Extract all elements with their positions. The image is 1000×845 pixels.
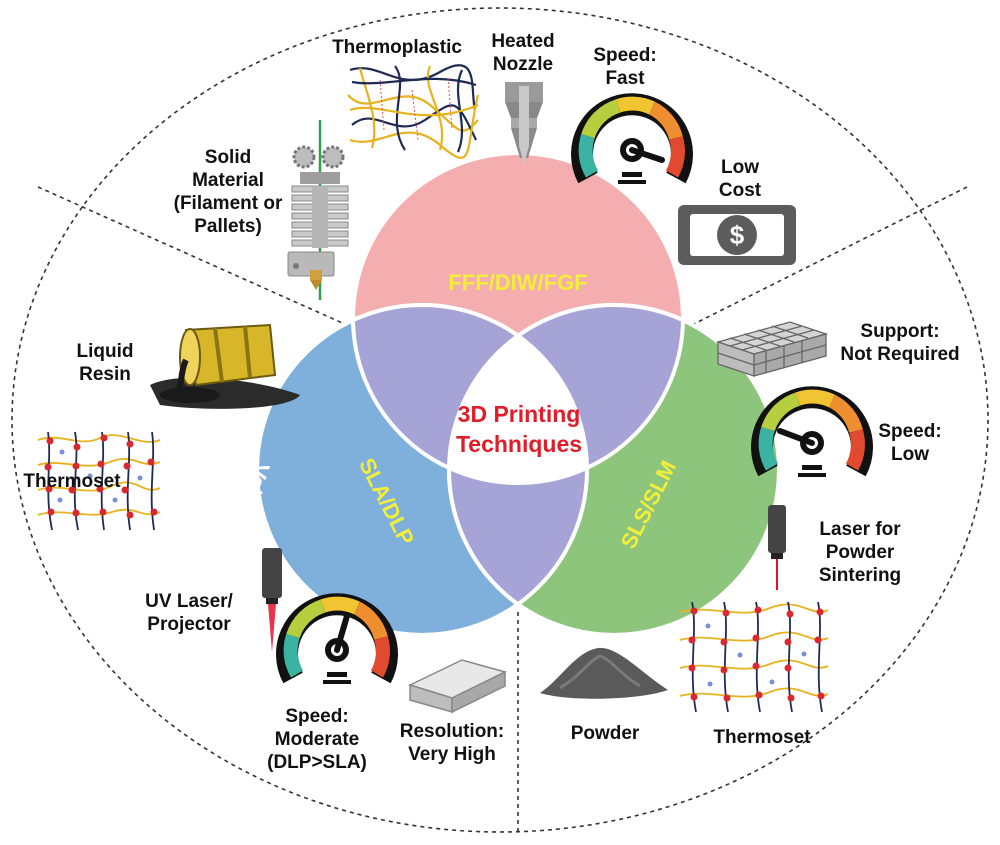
thermoset-left-label: Thermoset (23, 471, 121, 492)
speed-gauge-icon-low (751, 386, 873, 477)
center-region (449, 305, 587, 483)
speed-gauge-icon-fast (571, 93, 693, 184)
laser-projector-icon-right (768, 505, 786, 590)
venn-diagram (255, 151, 781, 637)
divider-right (681, 186, 968, 331)
filament-mesh-icon (347, 64, 480, 159)
divider-left (37, 186, 359, 331)
powder-label: Powder (570, 723, 640, 744)
thermoset-network-icon-right (679, 601, 829, 713)
speed-low-label: Speed:Low (878, 421, 942, 465)
uv-laser-label: UV Laser/Projector (145, 591, 233, 635)
dollar-bill-icon: $ (678, 205, 796, 265)
resin-barrel-icon (150, 323, 300, 409)
svg-text:$: $ (730, 220, 745, 250)
center-title-line2: Techniques (456, 431, 582, 457)
thermoset-network-icon-left (37, 431, 161, 531)
metal-ingot-icon (407, 659, 508, 714)
support-label: Support:Not Required (840, 321, 960, 365)
speed-gauge-icon-moderate (276, 593, 398, 684)
center-title-line1: 3D Printing (458, 401, 581, 427)
dashed-boundary (11, 7, 989, 836)
speed-fast-label: Speed:Fast (593, 45, 657, 89)
lattice-structure-icon (715, 321, 829, 377)
heated-nozzle-icon (505, 82, 543, 164)
extruder-icon (287, 120, 349, 300)
speed-moderate-label: Speed:Moderate(DLP>SLA) (267, 706, 367, 773)
powder-pile-icon (540, 647, 668, 699)
resolution-label: Resolution:Very High (399, 721, 505, 765)
thermoplastic-label: Thermoplastic (332, 37, 462, 58)
laser-projector-icon-left (262, 548, 282, 652)
fff-diw-fgf-label: FFF/DIW/FGF (448, 270, 587, 295)
thermoset-right-label: Thermoset (713, 727, 811, 748)
